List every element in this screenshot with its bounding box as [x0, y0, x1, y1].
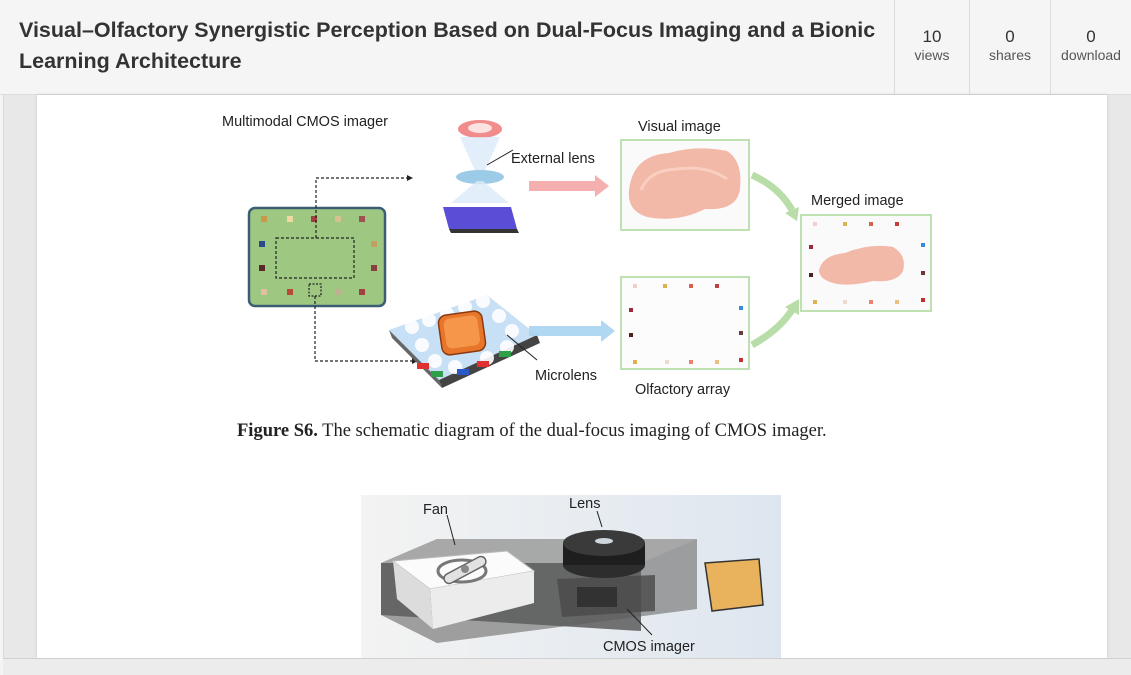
figure-device: Fan Lens CMOS imager — [361, 495, 781, 658]
merged-meat-sample — [819, 245, 904, 285]
document-viewer[interactable]: Multimodal CMOS imager External lens Vis… — [3, 95, 1131, 658]
document-header: Visual–Olfactory Synergistic Perception … — [0, 0, 1131, 95]
shares-label: shares — [988, 47, 1032, 63]
device-pcb — [704, 558, 764, 612]
label-external-lens: External lens — [511, 151, 595, 167]
fan-leader-line — [446, 514, 456, 546]
olfactory-array-frame — [620, 276, 750, 370]
chip-center-region — [275, 237, 355, 279]
arrow-red — [529, 175, 609, 197]
figure-s6-caption: Figure S6. The schematic diagram of the … — [237, 421, 827, 442]
merged-sensor-dots — [809, 222, 925, 304]
connector-to-microlens — [314, 296, 412, 362]
lens-leader-line — [596, 510, 603, 528]
external-lens-illustration — [443, 120, 519, 233]
downloads-count: 0 — [1086, 27, 1096, 46]
views-label: views — [914, 47, 950, 63]
label-microlens: Microlens — [535, 368, 597, 384]
arrow-olfactory-merge — [750, 308, 795, 349]
document-page: Multimodal CMOS imager External lens Vis… — [37, 95, 1107, 658]
fan-illustration — [436, 555, 488, 585]
arrow-visual-merge — [750, 171, 796, 212]
figure-s6: Multimodal CMOS imager External lens Vis… — [222, 114, 932, 398]
visual-meat-sample — [628, 148, 741, 219]
connector-to-lens — [315, 177, 407, 238]
downloads-stat[interactable]: 0 download — [1050, 0, 1131, 94]
olfactory-sensor-dots — [629, 284, 743, 364]
arrow-blue — [529, 320, 615, 342]
label-lens: Lens — [569, 496, 600, 512]
label-visual-image: Visual image — [638, 119, 721, 135]
label-cmos: Multimodal CMOS imager — [222, 114, 388, 130]
lens-illustration — [563, 530, 645, 578]
caption-text: The schematic diagram of the dual-focus … — [317, 421, 827, 441]
views-count: 10 — [922, 27, 942, 46]
shares-stat: 0 shares — [969, 0, 1050, 94]
viewer-footer-scrollbar[interactable] — [3, 658, 1131, 675]
microlens-illustration — [389, 294, 540, 388]
label-olfactory-array: Olfactory array — [635, 382, 731, 398]
chip-sensors — [259, 216, 377, 295]
cmos-leader-line — [626, 608, 653, 636]
caption-label: Figure S6. — [237, 421, 318, 441]
cmos-chip — [247, 206, 387, 308]
label-merged-image: Merged image — [811, 193, 904, 209]
document-title: Visual–Olfactory Synergistic Perception … — [19, 18, 876, 73]
label-cmos-imager: CMOS imager — [603, 639, 695, 655]
downloads-label: download — [1061, 47, 1121, 63]
label-fan: Fan — [423, 502, 448, 518]
shares-count: 0 — [1005, 27, 1015, 46]
views-stat: 10 views — [894, 0, 969, 94]
